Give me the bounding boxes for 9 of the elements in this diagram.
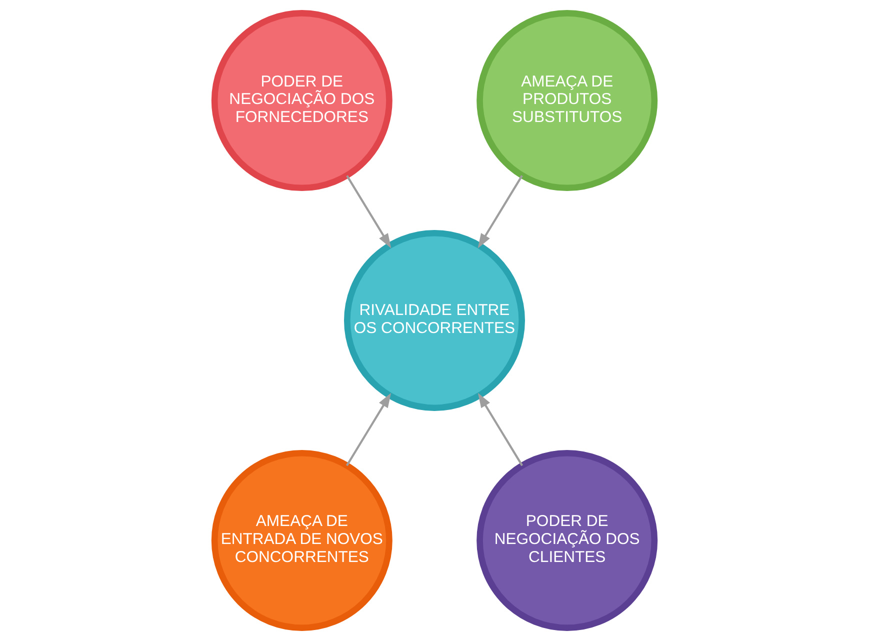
node-circle: AMEAÇA DE PRODUTOS SUBSTITUTOS bbox=[476, 10, 658, 191]
node-circle: AMEAÇA DE ENTRADA DE NOVOS CONCORRENTES bbox=[211, 449, 392, 630]
arrow bbox=[478, 392, 524, 466]
arrow bbox=[346, 174, 392, 248]
arrow bbox=[346, 392, 392, 466]
node-circle: PODER DE NEGOCIAÇÃO DOS FORNECEDORES bbox=[211, 10, 392, 191]
node-circle: PODER DE NEGOCIAÇÃO DOS CLIENTES bbox=[476, 449, 658, 630]
node-circle: RIVALIDADE ENTRE OS CONCORRENTES bbox=[344, 230, 525, 410]
arrow bbox=[478, 174, 523, 248]
